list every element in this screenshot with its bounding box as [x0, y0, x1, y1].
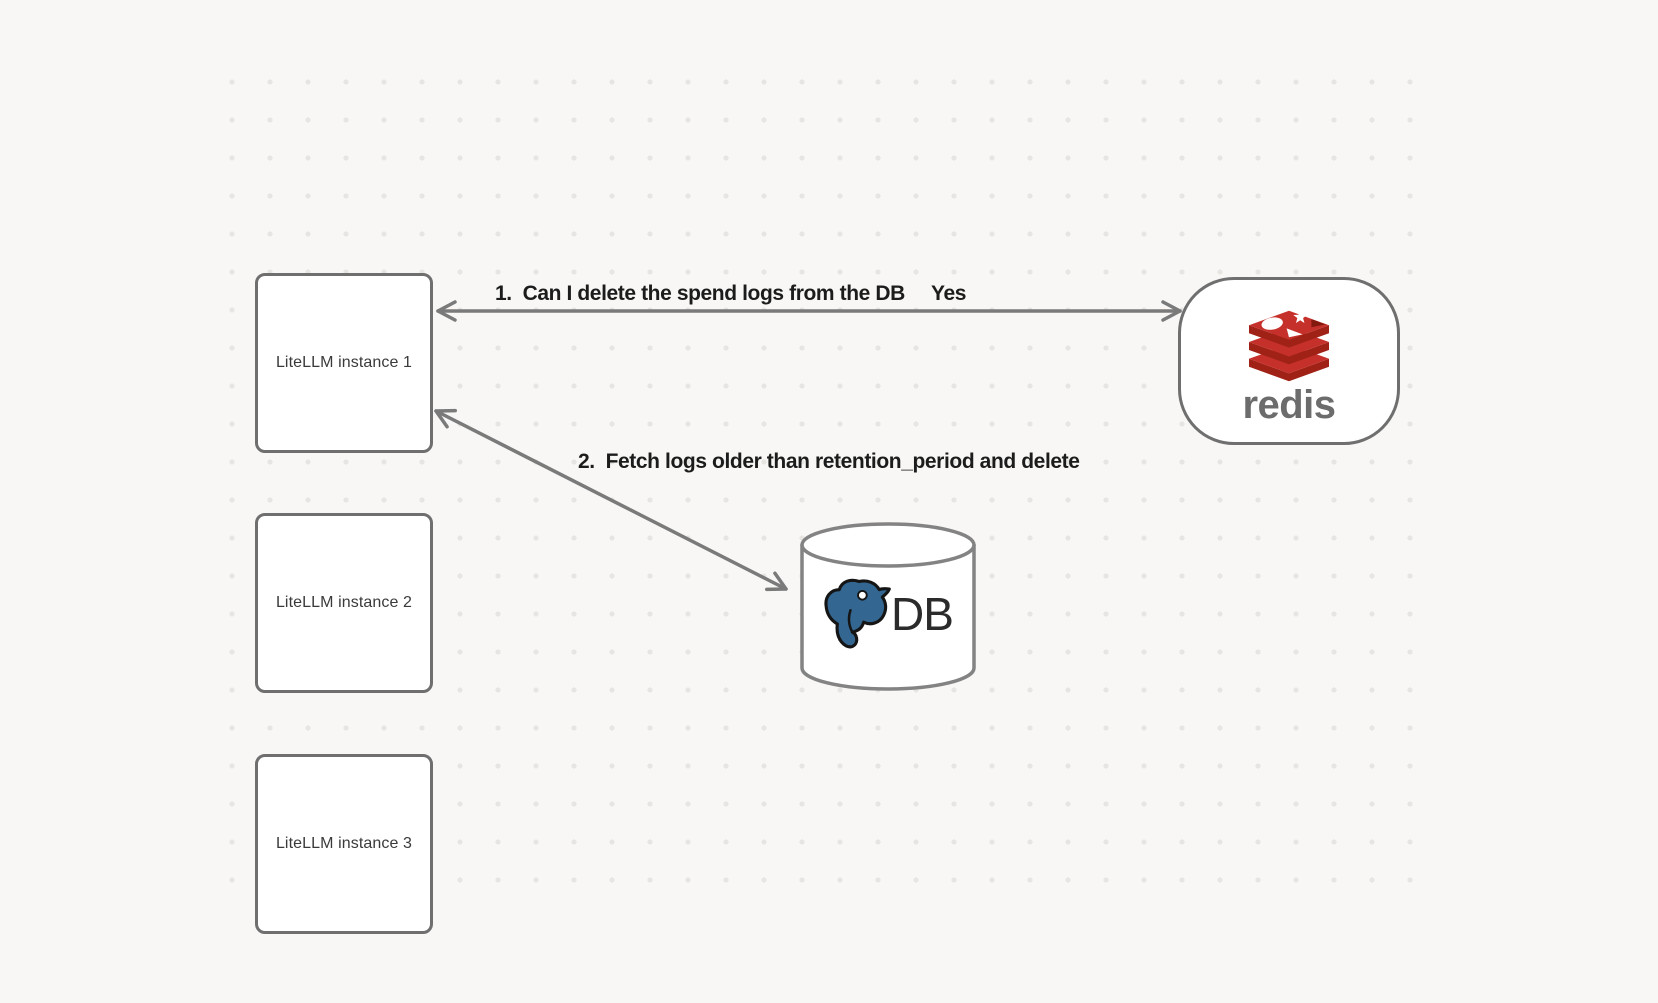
node-litellm-instance-1: LiteLLM instance 1 [255, 273, 433, 453]
node-label: LiteLLM instance 2 [275, 594, 413, 611]
node-label: LiteLLM instance 3 [275, 835, 413, 852]
db-label: DB [891, 588, 954, 640]
redis-star-shape [1293, 310, 1308, 324]
arrow-label-answer: Yes [931, 282, 967, 305]
redis-circle-shape [1261, 317, 1283, 330]
postgresql-elephant-icon [824, 578, 891, 649]
node-litellm-instance-2: LiteLLM instance 2 [255, 513, 433, 693]
redis-triangle-shape [1286, 328, 1303, 338]
node-redis: redis [1178, 277, 1400, 445]
redis-stack-icon [1249, 310, 1329, 382]
database-content: DB [805, 575, 971, 653]
arrow-label-question: 1. Can I delete the spend logs from the … [495, 282, 905, 305]
node-label: LiteLLM instance 1 [275, 354, 413, 371]
node-database: DB [799, 521, 977, 693]
redis-notch-shape [1311, 319, 1326, 328]
arrow-label-action: 2. Fetch logs older than retention_perio… [578, 450, 1080, 473]
redis-wordmark: redis [1242, 383, 1336, 427]
node-litellm-instance-3: LiteLLM instance 3 [255, 754, 433, 934]
